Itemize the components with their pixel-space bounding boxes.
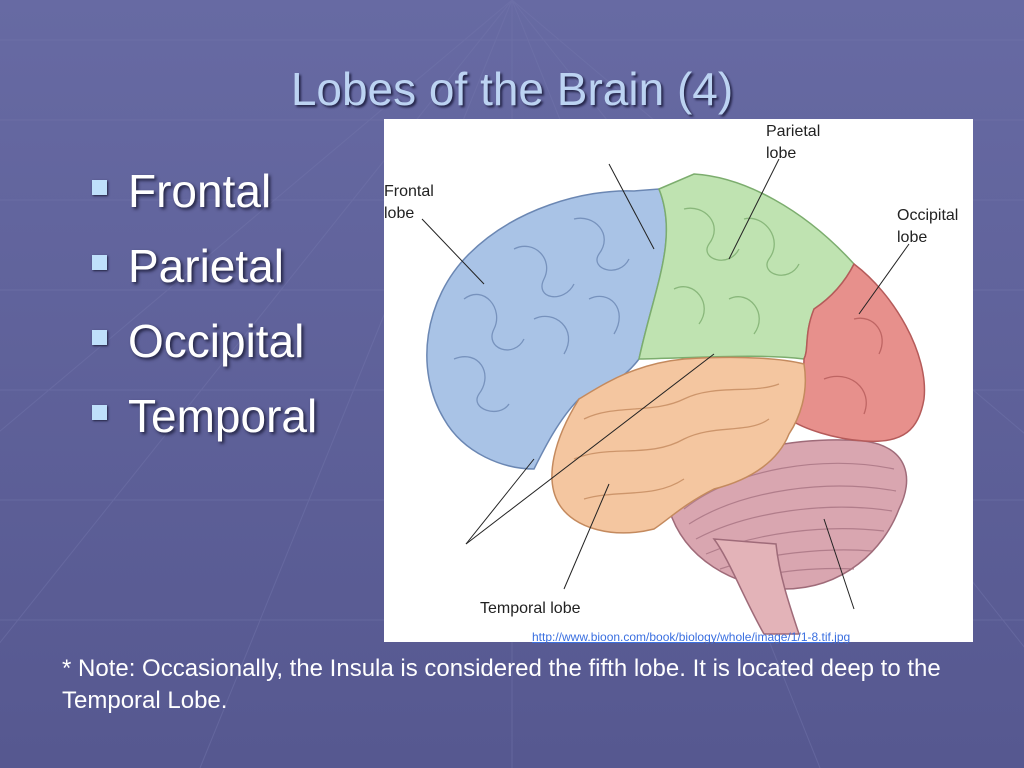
occipital-lobe-label: lobe bbox=[897, 229, 927, 246]
list-item-label: Occipital bbox=[128, 315, 305, 367]
temporal-lobe-region bbox=[551, 356, 807, 534]
brain-diagram: Frontal lobe Parietal lobe Occipital lob… bbox=[384, 119, 973, 642]
list-item-frontal: Frontal bbox=[90, 162, 317, 237]
brain-stem-region bbox=[712, 538, 801, 635]
occipital-lobe-label: Occipital bbox=[897, 207, 958, 224]
parietal-lobe-label: lobe bbox=[766, 145, 796, 162]
source-link[interactable]: http://www.bioon.com/book/biology/whole/… bbox=[532, 630, 851, 644]
slide-title: Lobes of the Brain (4) bbox=[290, 63, 734, 115]
list-item-parietal: Parietal bbox=[90, 237, 317, 312]
square-bullet-icon bbox=[92, 330, 107, 345]
square-bullet-icon bbox=[92, 255, 107, 270]
insula-note: * Note: Occasionally, the Insula is cons… bbox=[62, 655, 941, 714]
temporal-lobe-label: Temporal lobe bbox=[480, 600, 581, 617]
list-item-label: Temporal bbox=[128, 390, 318, 442]
occipital-lobe-region bbox=[788, 262, 926, 443]
frontal-lobe-label: Frontal bbox=[384, 183, 434, 200]
list-item-temporal: Temporal bbox=[90, 387, 317, 462]
frontal-lobe-label: lobe bbox=[384, 205, 414, 222]
list-item-label: Parietal bbox=[128, 240, 284, 292]
square-bullet-icon bbox=[92, 405, 107, 420]
lobe-list: Frontal Parietal Occipital Temporal bbox=[90, 162, 317, 462]
square-bullet-icon bbox=[92, 180, 107, 195]
list-item-occipital: Occipital bbox=[90, 312, 317, 387]
list-item-label: Frontal bbox=[128, 165, 272, 217]
parietal-lobe-label: Parietal bbox=[766, 123, 820, 140]
